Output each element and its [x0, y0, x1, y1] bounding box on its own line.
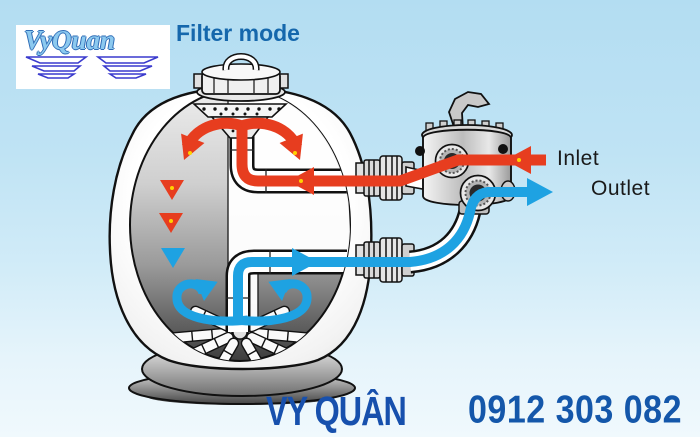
wings-icon	[25, 55, 159, 79]
page-title: Filter mode	[176, 20, 300, 46]
outlet-label: Outlet	[591, 177, 651, 200]
arrow-highlight-dots	[169, 151, 521, 223]
footer-brand: VY QUÂN	[266, 389, 407, 435]
tank-lid	[193, 53, 289, 102]
inlet-label: Inlet	[557, 147, 600, 170]
brand-logo: VyQuan	[16, 25, 170, 89]
outlet-flow-arrow	[161, 178, 553, 326]
brand-logo-text: VyQuan	[24, 25, 116, 55]
inlet-flow-arrow	[172, 117, 546, 195]
footer-phone: 0912 303 082	[468, 388, 682, 432]
